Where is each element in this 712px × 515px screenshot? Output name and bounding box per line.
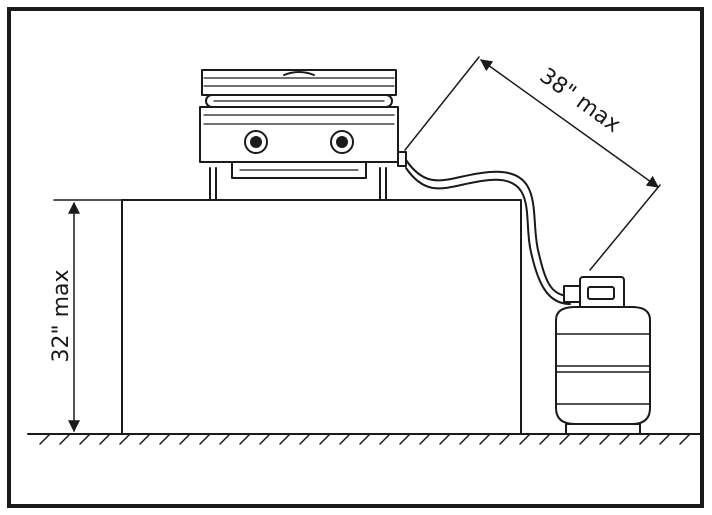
hose-length-label: 38" max <box>535 63 625 138</box>
hatch-mark <box>479 434 490 445</box>
hatch-mark <box>619 434 630 445</box>
hose-length-dimension: 38" max <box>404 56 661 271</box>
hatch-mark <box>599 434 610 445</box>
propane-tank <box>555 276 651 435</box>
hatch-mark <box>219 434 230 445</box>
hatch-mark <box>639 434 650 445</box>
hatch-mark <box>579 434 590 445</box>
height-label: 32" max <box>49 269 74 362</box>
hatch-mark <box>199 434 210 445</box>
hatch-mark <box>459 434 470 445</box>
hatch-mark <box>379 434 390 445</box>
grill <box>199 69 407 201</box>
hatch-mark <box>399 434 410 445</box>
hatch-mark <box>279 434 290 445</box>
hatch-mark <box>299 434 310 445</box>
hatch-mark <box>259 434 270 445</box>
hatch-mark <box>659 434 670 445</box>
hatch-mark <box>339 434 350 445</box>
hatch-mark <box>139 434 150 445</box>
hatch-mark <box>359 434 370 445</box>
control-knob-left <box>244 130 268 154</box>
control-knob-right <box>330 130 354 154</box>
hatch-mark <box>119 434 130 445</box>
hatch-mark <box>99 434 110 445</box>
hatch-mark <box>39 434 50 445</box>
hatch-mark <box>559 434 570 445</box>
hatch-mark <box>239 434 250 445</box>
ground <box>27 433 701 445</box>
hatch-mark <box>419 434 430 445</box>
ground-hatching <box>39 434 690 445</box>
counter <box>121 199 522 435</box>
hatch-mark <box>519 434 530 445</box>
hatch-mark <box>539 434 550 445</box>
hatch-mark <box>439 434 450 445</box>
hatch-mark <box>179 434 190 445</box>
height-dimension: 32" max <box>49 199 123 433</box>
diagram-border <box>7 7 704 508</box>
hatch-mark <box>79 434 90 445</box>
hatch-mark <box>319 434 330 445</box>
hatch-mark <box>679 434 690 445</box>
hatch-mark <box>59 434 70 445</box>
gas-hose <box>405 159 571 305</box>
hatch-mark <box>499 434 510 445</box>
hatch-mark <box>159 434 170 445</box>
